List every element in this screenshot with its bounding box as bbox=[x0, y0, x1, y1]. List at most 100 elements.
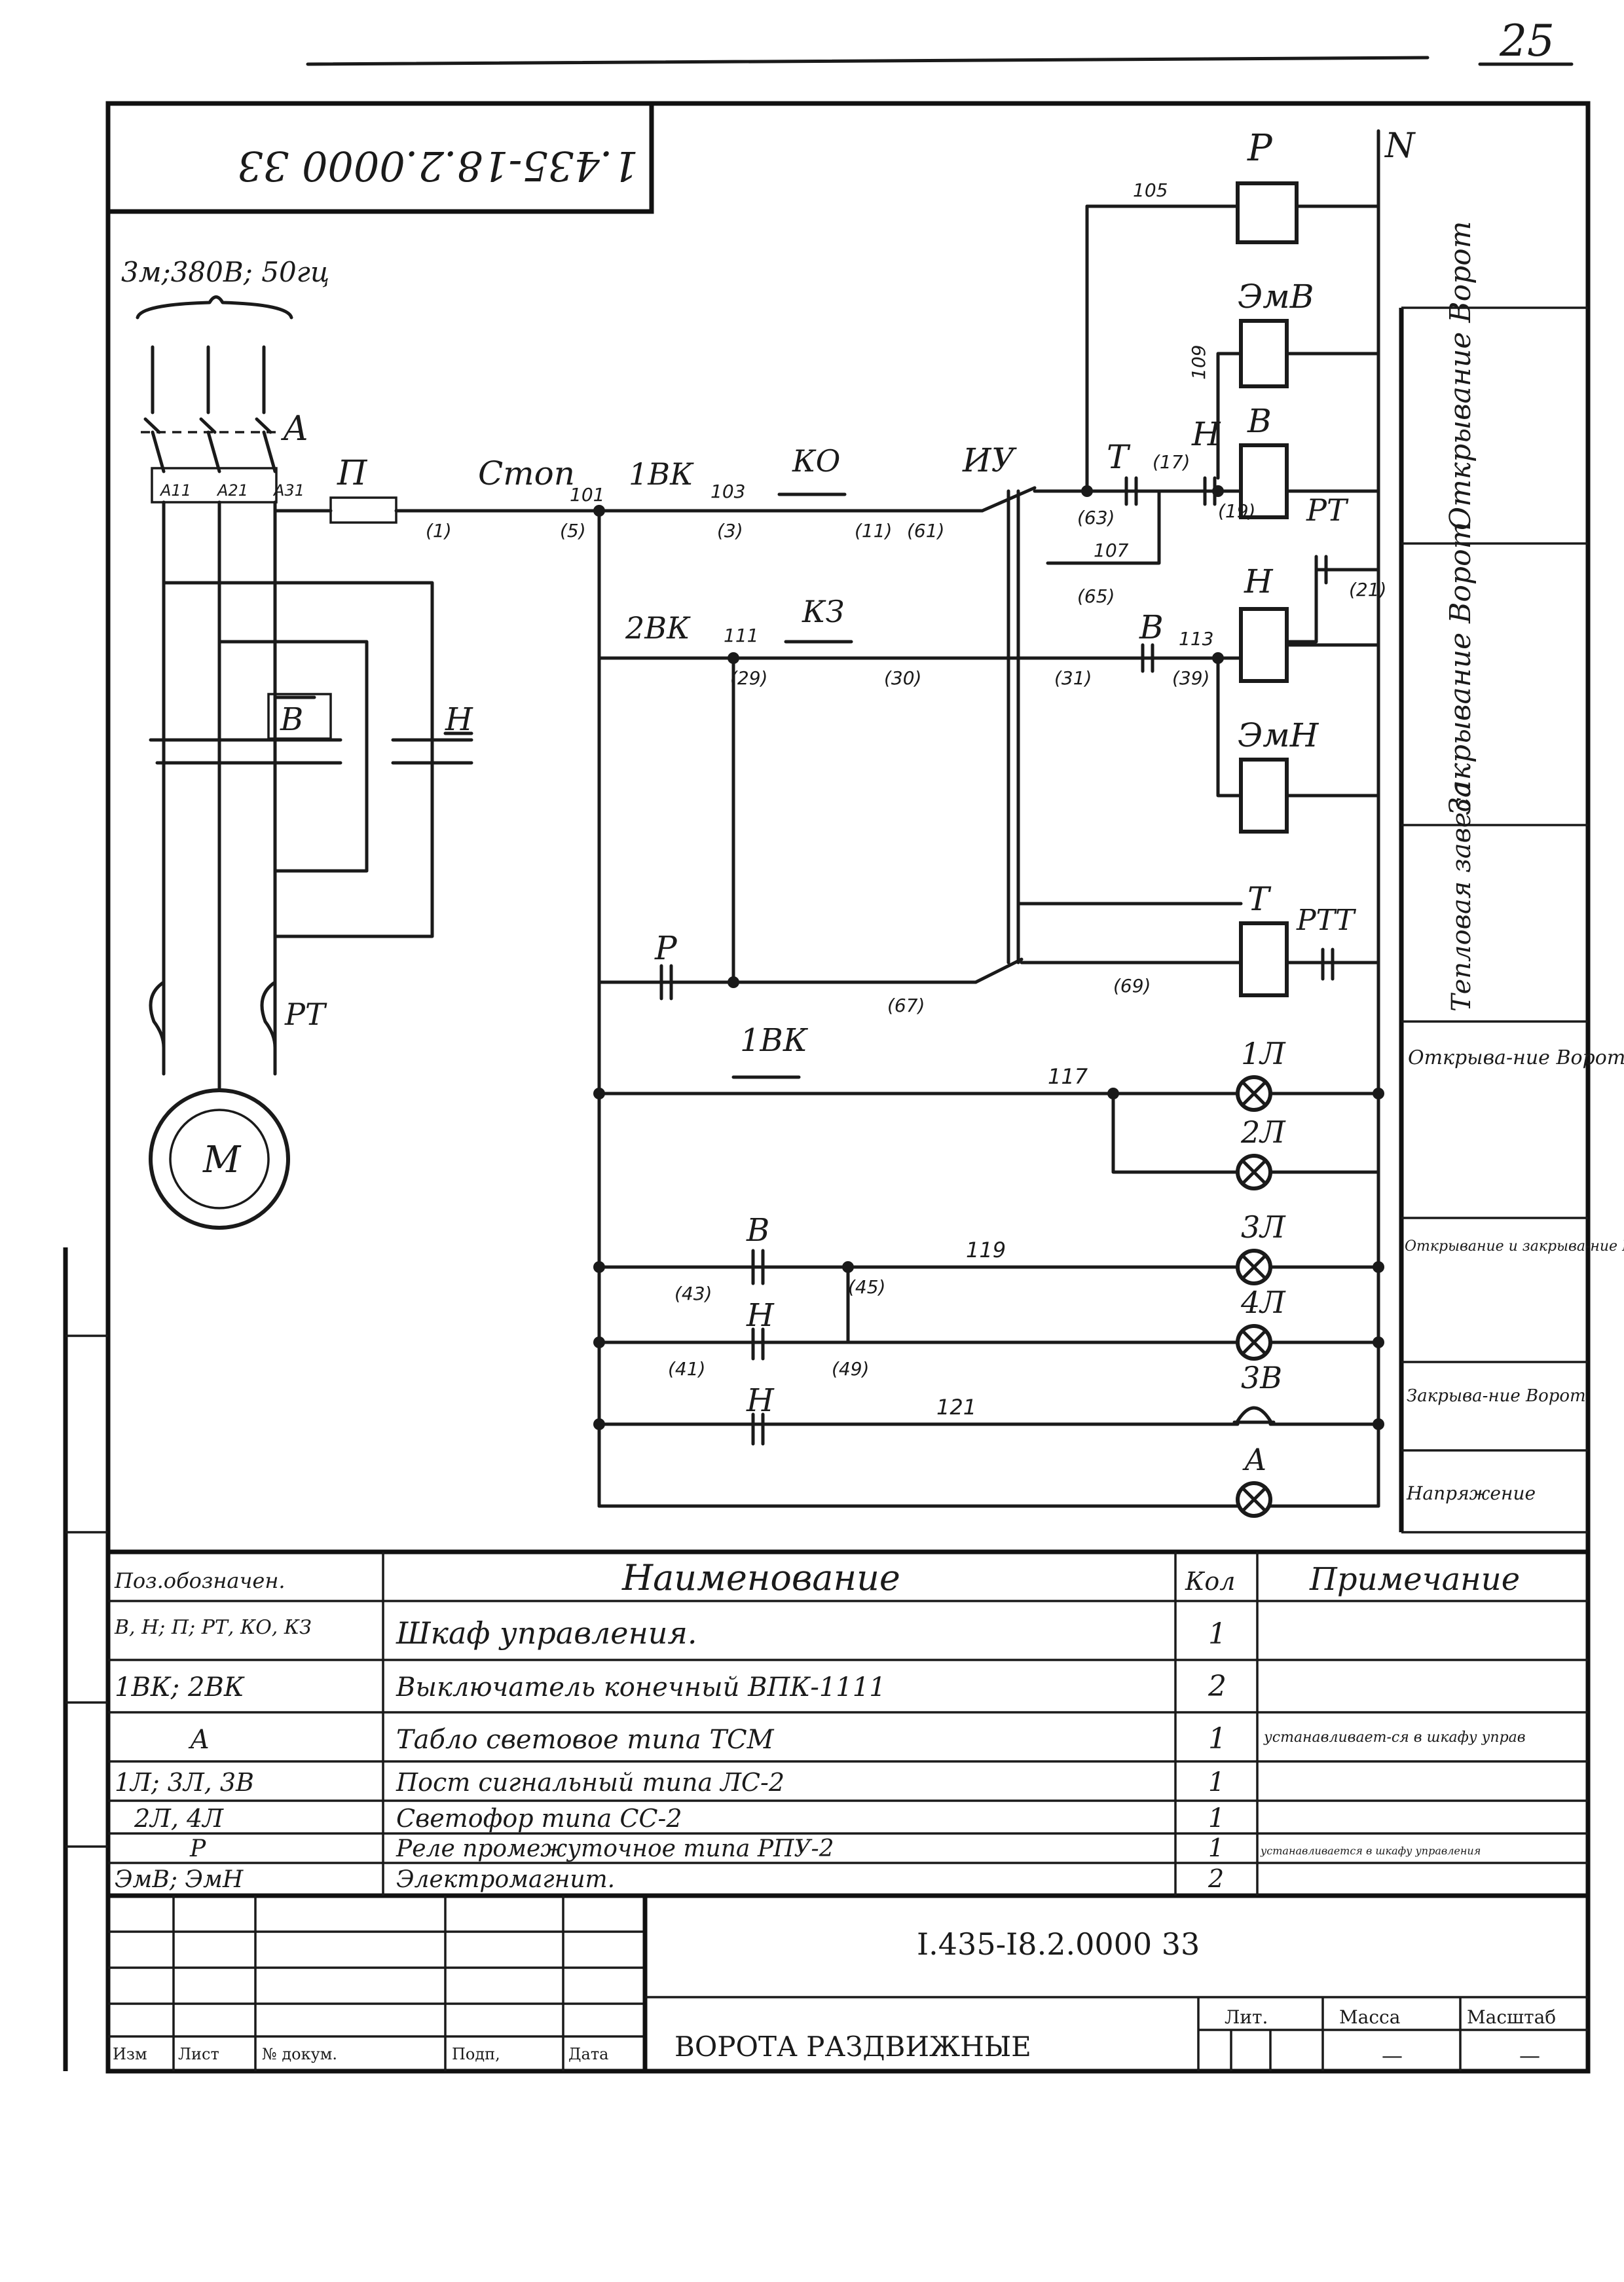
bom-cell: 2Л, 4Л bbox=[134, 1804, 224, 1833]
zone-label: Напряжение bbox=[1406, 1482, 1536, 1504]
bom-cell: 1Л; 3Л, 3В bbox=[115, 1768, 254, 1797]
iu-label: ИУ bbox=[962, 441, 1018, 479]
wire-label: (17) bbox=[1153, 451, 1190, 473]
b2-label: В bbox=[746, 1212, 769, 1249]
neutral-label: N bbox=[1384, 126, 1416, 166]
doc-number: I.435-I8.2.0000 33 bbox=[917, 1926, 1200, 1962]
zone-label: Закрыва-ние Ворот bbox=[1407, 1386, 1586, 1406]
rt-label: РТ bbox=[1306, 492, 1349, 528]
wire bbox=[1285, 568, 1380, 644]
scale-label: Масштаб bbox=[1467, 2006, 1556, 2028]
wire-label: (69) bbox=[1113, 975, 1151, 997]
lamp-1Л: 1Л bbox=[1236, 1036, 1286, 1112]
fuse-label: П bbox=[337, 454, 368, 493]
lamp4-label: 4Л bbox=[1240, 1285, 1286, 1320]
wire-label: (61) bbox=[907, 520, 944, 542]
lamp3-label: 3Л bbox=[1241, 1209, 1286, 1245]
bom-cell: устанавливается в шкафу управления bbox=[1260, 1845, 1481, 1857]
lit-label: Лит. bbox=[1225, 2006, 1268, 2028]
wire-label: (1) bbox=[426, 520, 452, 542]
doc-title: ВОРОТА РАЗДВИЖНЫЕ bbox=[674, 2031, 1031, 2063]
wire-label: 111 bbox=[724, 625, 758, 646]
wire-label: (45) bbox=[848, 1276, 885, 1298]
zone-label: Открыва-ние Ворот bbox=[1408, 1046, 1624, 1069]
contactor-B-label: В bbox=[280, 701, 303, 738]
wire-label: (21) bbox=[1349, 579, 1386, 600]
coil-H-label: Н bbox=[1244, 562, 1274, 600]
wire-label: (43) bbox=[674, 1283, 712, 1304]
bom-cell: Выключатель конечный ВПК-1111 bbox=[396, 1672, 886, 1702]
h3-label: Н bbox=[746, 1382, 775, 1419]
coil-H bbox=[1239, 607, 1289, 683]
relay-P-coil bbox=[1236, 181, 1299, 244]
wire-label: (63) bbox=[1077, 507, 1115, 528]
bom-cell: Табло световое типа ТСМ bbox=[396, 1725, 775, 1755]
zone-column: Открывание Ворот Закрывание Ворот Теплов… bbox=[1399, 221, 1624, 1534]
bom-cell: Пост сигнальный типа ЛС-2 bbox=[396, 1768, 784, 1797]
lamp1-label: 1Л bbox=[1241, 1036, 1286, 1071]
fuse-П bbox=[329, 496, 397, 524]
emv-label: ЭмВ bbox=[1238, 278, 1314, 316]
wire-label: 121 bbox=[936, 1395, 976, 1420]
title-label: Дата bbox=[568, 2045, 608, 2063]
wire-label: (29) bbox=[730, 667, 767, 689]
drawing-frame bbox=[105, 101, 1591, 2074]
coil-T bbox=[1239, 921, 1289, 997]
wire-label: (30) bbox=[884, 667, 921, 689]
emh-coil bbox=[1239, 758, 1289, 834]
wire-label: (5) bbox=[560, 520, 586, 542]
ko-label: КО bbox=[792, 443, 840, 479]
bom-cell: 2 bbox=[1208, 1864, 1224, 1893]
limit2-label: 2ВК bbox=[625, 610, 691, 646]
title-label: Лист bbox=[178, 2045, 219, 2063]
wire-label: (11) bbox=[855, 520, 892, 542]
zone-label: Закрывание Ворот bbox=[1444, 522, 1477, 815]
bom-header: Примечание bbox=[1309, 1561, 1520, 1598]
wire-label: А31 bbox=[272, 481, 304, 500]
rtt-label: РТТ bbox=[1296, 904, 1357, 937]
bom-header: Наименование bbox=[621, 1557, 900, 1598]
scale-value: — bbox=[1519, 2043, 1540, 2068]
lamp-2Л: 2Л bbox=[1236, 1114, 1286, 1190]
emh-label: ЭмН bbox=[1238, 716, 1320, 754]
wire-label: 119 bbox=[966, 1238, 1006, 1262]
wire-label: 113 bbox=[1179, 628, 1213, 650]
mass-value: — bbox=[1382, 2043, 1403, 2068]
coil-B-label: В bbox=[1247, 402, 1272, 440]
wire-label: (49) bbox=[832, 1358, 869, 1380]
supply-brace bbox=[136, 295, 293, 320]
h-contact-label: Н bbox=[1191, 415, 1221, 453]
header-line bbox=[306, 56, 1430, 66]
mass-label: Масса bbox=[1339, 2006, 1400, 2028]
wire-label: (31) bbox=[1054, 667, 1092, 689]
title-label: Подп, bbox=[452, 2045, 500, 2063]
wire-label: 107 bbox=[1094, 540, 1129, 561]
bom-cell: 2 bbox=[1208, 1670, 1227, 1703]
limit1-label: 1ВК bbox=[629, 456, 694, 492]
bom-cell: Электромагнит. bbox=[396, 1866, 615, 1893]
bell-label: 3В bbox=[1241, 1360, 1282, 1395]
kz-label: КЗ bbox=[802, 594, 844, 629]
bom-cell: А bbox=[188, 1725, 210, 1755]
wire-label: (41) bbox=[668, 1358, 705, 1380]
breaker-label: А bbox=[280, 409, 308, 449]
bom-cell: 1 bbox=[1208, 1767, 1225, 1797]
bom-table: Поз.обозначен. Наименование Кол Примечан… bbox=[108, 1549, 1588, 1898]
wire bbox=[1216, 352, 1243, 480]
bom-cell: Р bbox=[189, 1835, 206, 1862]
bom-cell: 1 bbox=[1208, 1722, 1227, 1756]
wire bbox=[1216, 656, 1243, 798]
bom-cell: ЭмВ; ЭмН bbox=[115, 1866, 244, 1893]
wire-label: (39) bbox=[1172, 667, 1209, 689]
t-contact-label: Т bbox=[1107, 438, 1131, 476]
b-contact-label: В bbox=[1139, 608, 1164, 646]
bom-cell: Реле промежуточное типа РПУ-2 bbox=[396, 1835, 834, 1862]
zone-label: Открывание Ворот bbox=[1444, 221, 1477, 530]
wire-label: (19) bbox=[1218, 500, 1255, 522]
bom-cell: Шкаф управления. bbox=[396, 1615, 697, 1651]
lamp-4Л: 4Л bbox=[1236, 1285, 1286, 1361]
page-number: 25 bbox=[1499, 16, 1555, 66]
wire bbox=[1046, 489, 1161, 565]
breaker-A: А А11 А21 А31 bbox=[141, 345, 308, 504]
